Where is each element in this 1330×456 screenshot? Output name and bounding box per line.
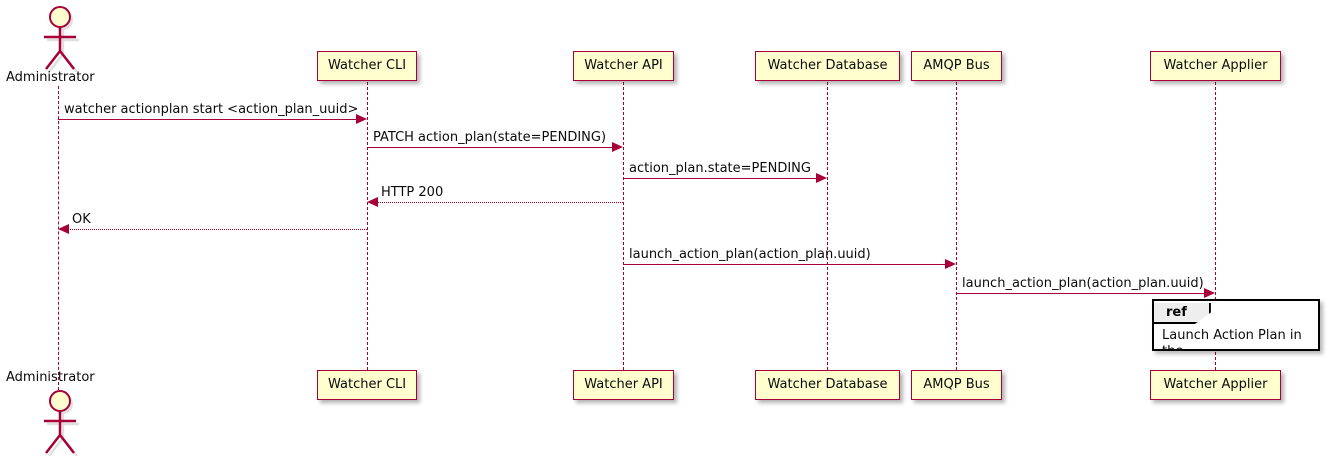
ref-fragment-header: ref — [1154, 303, 1211, 324]
actor-stick-figure-icon — [44, 6, 79, 73]
message-line — [376, 202, 623, 203]
lifeline-administrator — [58, 86, 59, 390]
participant-watcher-cli-bottom[interactable]: Watcher CLI — [317, 370, 417, 400]
actor-label-administrator-bottom: Administrator — [6, 370, 95, 385]
participant-watcher-cli-top[interactable]: Watcher CLI — [317, 51, 417, 81]
participant-watcher-database-top[interactable]: Watcher Database — [755, 51, 900, 81]
arrowhead-right-icon — [612, 142, 623, 152]
message-line — [623, 178, 820, 179]
participant-watcher-api-top[interactable]: Watcher API — [573, 51, 674, 81]
message-label: watcher actionplan start <action_plan_uu… — [64, 102, 359, 117]
arrowhead-left-icon — [367, 197, 378, 207]
message-line — [956, 293, 1208, 294]
arrowhead-right-icon — [945, 259, 956, 269]
message-label: launch_action_plan(action_plan.uuid) — [962, 276, 1204, 291]
arrowhead-right-icon — [1204, 288, 1215, 298]
arrowhead-right-icon — [356, 114, 367, 124]
participant-watcher-applier-bottom[interactable]: Watcher Applier — [1150, 370, 1281, 400]
actor-administrator-top — [30, 4, 88, 76]
participant-watcher-applier-top[interactable]: Watcher Applier — [1150, 51, 1281, 81]
message-line — [367, 147, 616, 148]
message-label: OK — [72, 212, 91, 227]
lifeline-watcher-cli — [367, 82, 368, 370]
lifeline-watcher-applier — [1215, 82, 1216, 370]
message-label: launch_action_plan(action_plan.uuid) — [629, 247, 871, 262]
lifeline-watcher-database — [827, 82, 828, 370]
arrowhead-right-icon — [816, 173, 827, 183]
lifeline-amqp-bus — [956, 82, 957, 370]
actor-stick-figure-icon — [44, 390, 79, 456]
message-label: PATCH action_plan(state=PENDING) — [373, 130, 607, 145]
participant-watcher-api-bottom[interactable]: Watcher API — [573, 370, 674, 400]
message-line — [67, 229, 367, 230]
actor-administrator-bottom — [30, 388, 88, 456]
arrowhead-left-icon — [58, 224, 69, 234]
participant-amqp-bus-top[interactable]: AMQP Bus — [911, 51, 1002, 81]
actor-label-administrator-top: Administrator — [6, 70, 95, 85]
ref-fragment-launch-action-plan[interactable]: ref Launch Action Plan in the Watcher Ap… — [1152, 299, 1320, 351]
message-label: action_plan.state=PENDING — [629, 161, 811, 176]
message-line — [58, 119, 360, 120]
participant-watcher-database-bottom[interactable]: Watcher Database — [755, 370, 900, 400]
participant-amqp-bus-bottom[interactable]: AMQP Bus — [911, 370, 1002, 400]
lifeline-watcher-api — [623, 82, 624, 370]
ref-fragment-body: Launch Action Plan in the Watcher Applie… — [1162, 328, 1302, 349]
message-line — [623, 264, 949, 265]
message-label: HTTP 200 — [381, 185, 444, 200]
